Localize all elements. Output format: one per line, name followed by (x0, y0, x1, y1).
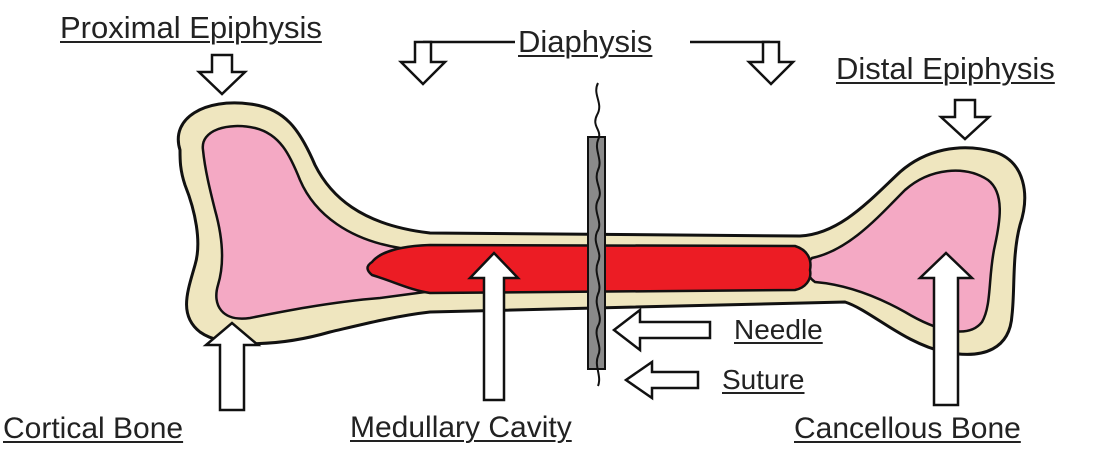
diaphysis-right-arrow (749, 42, 793, 84)
diaphysis-label: Diaphysis (518, 26, 652, 57)
proximal-epiphysis-arrow (199, 55, 245, 94)
medullary-cavity-arrow (470, 253, 518, 400)
needle-pointer-arrow (614, 310, 710, 350)
diaphysis-left-arrow (401, 42, 445, 84)
distal-epiphysis-label: Distal Epiphysis (836, 53, 1055, 84)
proximal-epiphysis-label: Proximal Epiphysis (60, 12, 322, 43)
cortical-bone-label: Cortical Bone (3, 414, 183, 444)
needle-label: Needle (734, 316, 823, 344)
medullary-cavity-label: Medullary Cavity (350, 413, 572, 443)
suture-pointer-arrow (626, 362, 698, 398)
cancellous-left-shape (203, 126, 437, 319)
cancellous-bone-label: Cancellous Bone (794, 414, 1021, 444)
cancellous-right-shape (807, 171, 1000, 332)
distal-epiphysis-arrow (941, 100, 989, 139)
suture-label: Suture (722, 366, 805, 394)
